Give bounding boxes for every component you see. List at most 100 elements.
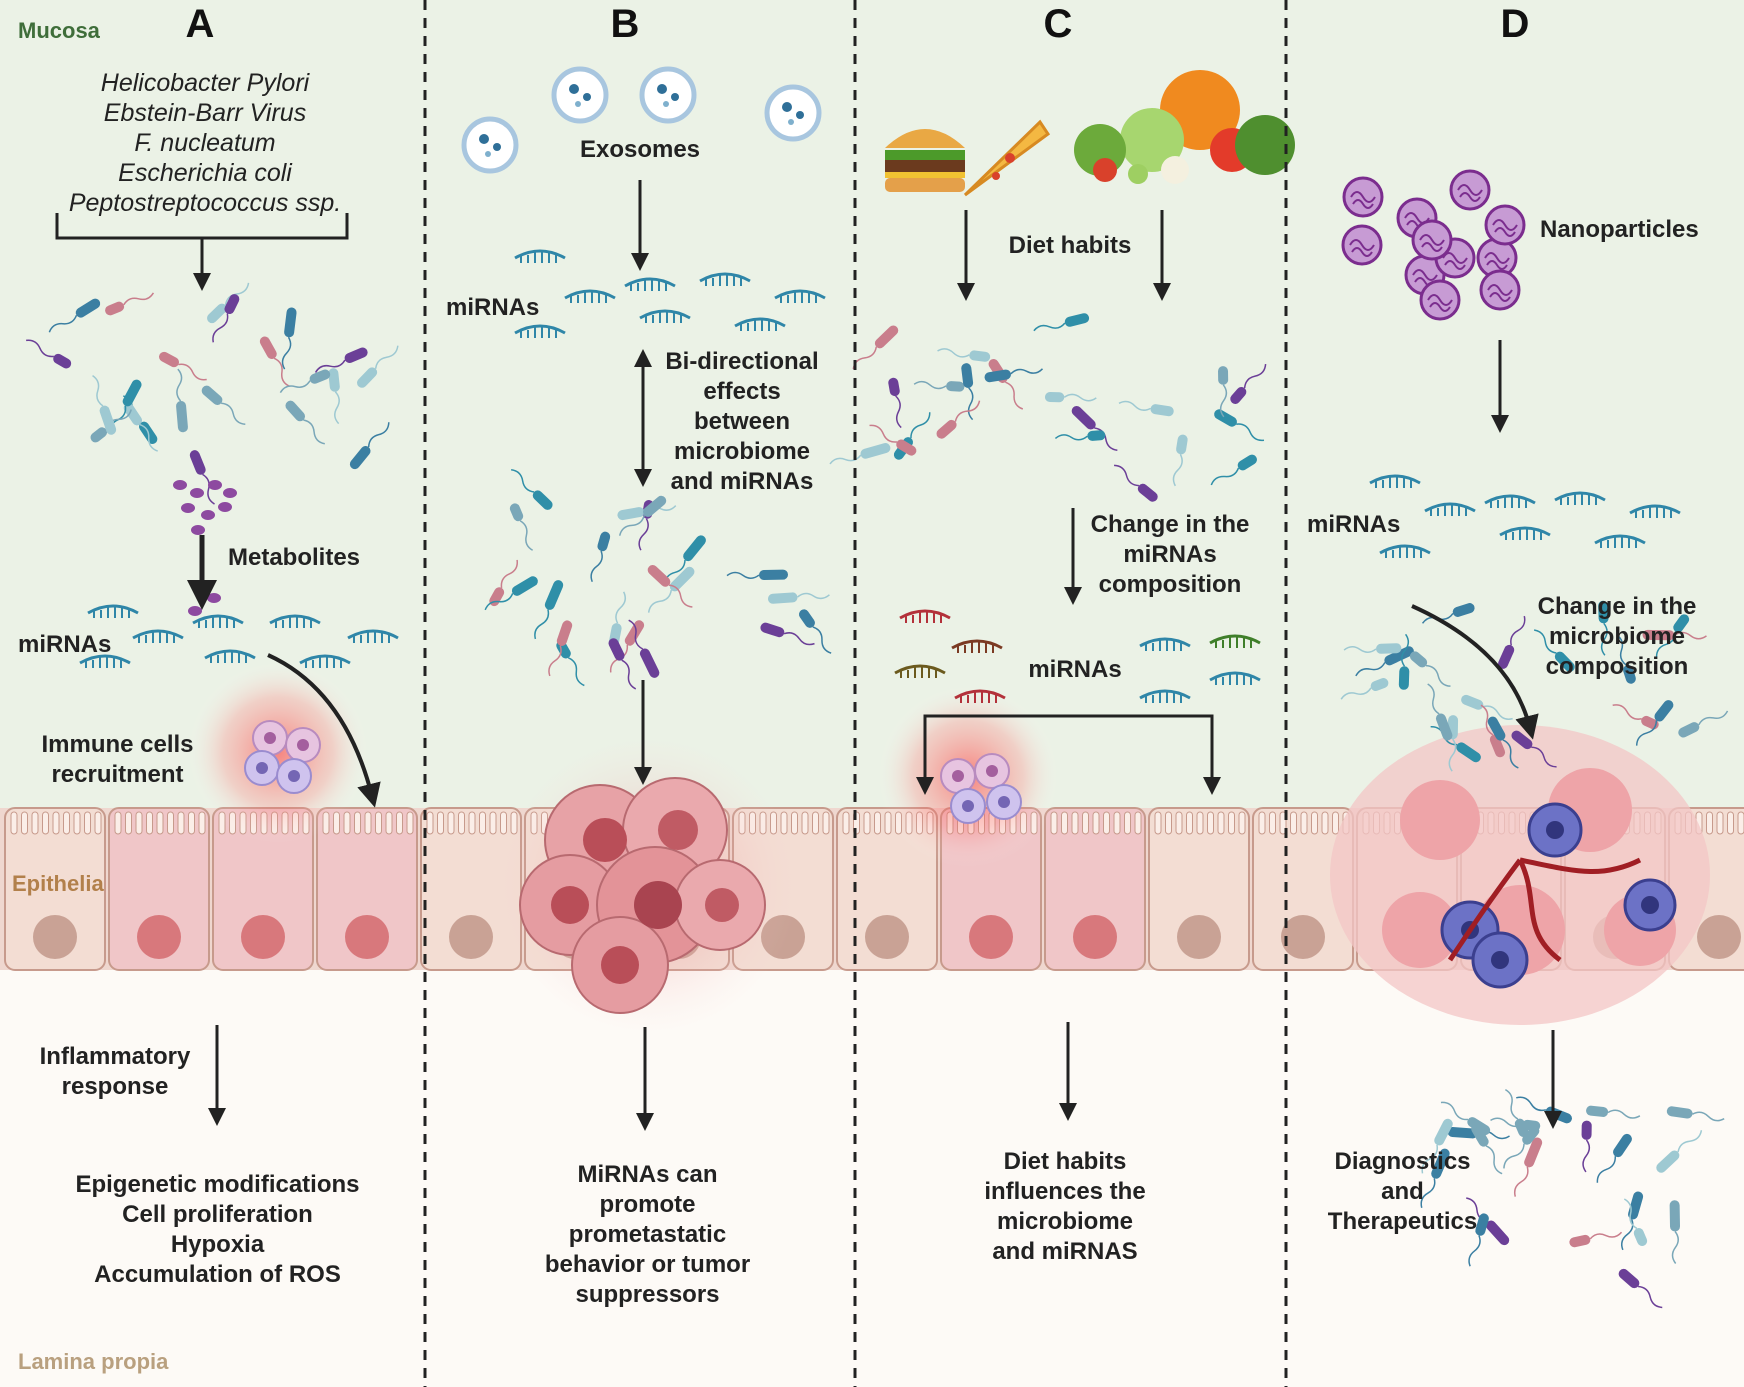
mirna-strand bbox=[1369, 474, 1421, 488]
bacterium bbox=[511, 468, 553, 510]
bacterium bbox=[1569, 1231, 1623, 1248]
mirna-strand bbox=[1209, 671, 1261, 685]
bacterium bbox=[1427, 683, 1453, 741]
mirnas-label-c: miRNAs bbox=[1028, 656, 1122, 683]
metabolite-dots bbox=[173, 480, 237, 616]
exosome bbox=[461, 116, 519, 174]
metabolites-label: Metabolites bbox=[228, 544, 361, 571]
bacterium bbox=[281, 307, 297, 370]
bacterium bbox=[314, 347, 368, 373]
bacterium bbox=[1504, 1088, 1529, 1137]
bacterium bbox=[1655, 614, 1690, 658]
bacterium bbox=[1498, 615, 1526, 669]
bacterium bbox=[618, 495, 667, 536]
bacterium bbox=[888, 377, 902, 429]
bacterium bbox=[1612, 704, 1659, 730]
nanoparticle bbox=[1419, 279, 1461, 321]
immune-recruitment-label: Immune cells recruitment bbox=[41, 731, 194, 788]
nanoparticle bbox=[1449, 169, 1491, 211]
outcome-b-label: MiRNAs can promote prometastatic behavio… bbox=[544, 1161, 751, 1308]
mirna-strand bbox=[1139, 637, 1191, 651]
mirna-strand bbox=[347, 629, 399, 643]
bacterium bbox=[201, 385, 246, 426]
mirna-strand bbox=[1139, 689, 1191, 703]
vegetables-icon bbox=[1074, 70, 1295, 184]
epithelial-cell bbox=[316, 807, 418, 971]
panel-letter-b: B bbox=[610, 2, 640, 46]
bacterium bbox=[189, 450, 215, 505]
bacterium bbox=[1033, 313, 1090, 332]
nanoparticle bbox=[1411, 219, 1453, 261]
change-microbiome-label: Change in the microbiome composition bbox=[1537, 593, 1697, 680]
epithelial-cell bbox=[108, 807, 210, 971]
bacterium bbox=[1343, 643, 1402, 654]
bacterium bbox=[1487, 716, 1519, 769]
nanoparticle bbox=[1484, 204, 1526, 246]
bacterium bbox=[48, 298, 101, 333]
panel-letter-a: A bbox=[185, 2, 215, 46]
mirna-strand bbox=[774, 289, 826, 303]
immune-cells-a bbox=[244, 720, 321, 794]
bacterium bbox=[1114, 464, 1158, 502]
bracket-c bbox=[916, 714, 1221, 795]
epithelia-label: Epithelia bbox=[12, 871, 104, 896]
epithelial-cell bbox=[1044, 807, 1146, 971]
bacterium bbox=[1118, 400, 1174, 417]
bacterium bbox=[590, 531, 611, 583]
lamina-propia-layer bbox=[0, 970, 1744, 1387]
bacterium bbox=[1616, 634, 1636, 684]
nanoparticles-label: Nanoparticles bbox=[1540, 216, 1699, 243]
pizza-icon bbox=[963, 119, 1051, 197]
mucosa-label: Mucosa bbox=[18, 18, 100, 43]
bacterium bbox=[961, 363, 974, 421]
inflammatory-response-label: Inflammatory response bbox=[39, 1043, 191, 1100]
tumor-mass-d bbox=[1330, 725, 1710, 1025]
mirna-strand bbox=[299, 654, 351, 668]
mirna-strand bbox=[1379, 544, 1431, 558]
mirna-strand bbox=[269, 614, 321, 628]
bacterium bbox=[1596, 1133, 1632, 1183]
bacterium bbox=[484, 576, 538, 611]
exosome bbox=[639, 66, 697, 124]
tumor-mass-b bbox=[498, 735, 798, 1035]
bacterium bbox=[647, 564, 693, 608]
pathogen-item: Helicobacter Pylori bbox=[100, 69, 310, 97]
bacterium bbox=[349, 422, 390, 470]
bacterium bbox=[1623, 1198, 1648, 1246]
bacterium bbox=[105, 292, 155, 316]
arrow-d-change bbox=[1411, 604, 1539, 740]
panel-separators bbox=[423, 0, 1288, 1387]
mirna-strands bbox=[79, 249, 1681, 703]
bacterium bbox=[1420, 1148, 1450, 1208]
mirna-strand bbox=[1499, 526, 1551, 540]
bacterium bbox=[628, 619, 660, 678]
bacterium bbox=[767, 592, 830, 604]
diet-habits-label: Diet habits bbox=[1008, 232, 1132, 259]
mirna-strand bbox=[1594, 534, 1646, 548]
bacterium bbox=[509, 503, 534, 551]
nanoparticle bbox=[1342, 176, 1384, 218]
mirna-strand bbox=[87, 604, 139, 618]
mirna-strand bbox=[951, 639, 1003, 653]
bacterium bbox=[760, 622, 815, 646]
arrow-a-immune bbox=[267, 653, 381, 808]
bacterium bbox=[1044, 392, 1097, 403]
arrows bbox=[55, 180, 1562, 1131]
mirna-strand bbox=[1209, 634, 1261, 648]
nanoparticles bbox=[1341, 169, 1526, 321]
mirnas-label-b: miRNAs bbox=[446, 294, 540, 321]
epithelial-cell bbox=[1148, 807, 1250, 971]
panel-letter-c: C bbox=[1043, 2, 1073, 46]
bacterium bbox=[869, 424, 917, 456]
mirna-strand bbox=[1484, 494, 1536, 508]
bacterium bbox=[647, 566, 695, 613]
mirna-strand bbox=[204, 649, 256, 663]
bacterium bbox=[608, 638, 637, 690]
pathogen-item: Peptostreptococcus ssp. bbox=[68, 189, 342, 217]
pathogen-item: Escherichia coli bbox=[118, 159, 292, 187]
bacterium bbox=[1409, 651, 1451, 687]
bacterium bbox=[1340, 678, 1389, 700]
mirna-strand bbox=[734, 317, 786, 331]
bacterium bbox=[1581, 1120, 1592, 1173]
